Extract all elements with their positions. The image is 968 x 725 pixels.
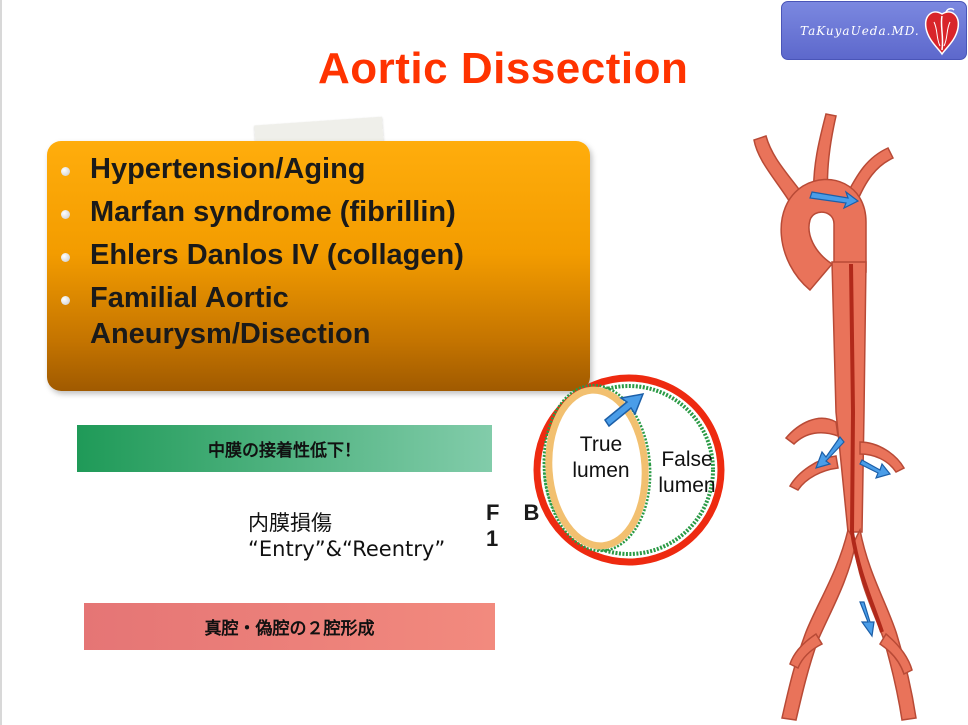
- entry-reentry-label: “Entry”&“Reentry”: [248, 537, 446, 561]
- risk-factor-text: Marfan syndrome (fibrillin): [90, 196, 456, 228]
- left-common-iliac: [781, 528, 857, 721]
- true-lumen-label: True lumen: [572, 433, 630, 482]
- risk-factor-text: Hypertension/Aging: [90, 153, 366, 185]
- medial-adhesion-band: 中膜の接着性低下！: [77, 425, 492, 472]
- flow-arrow-icon: [603, 393, 645, 428]
- left-internal-iliac: [789, 632, 824, 670]
- author-logo: TaKuyaUeda.MD.: [781, 1, 967, 60]
- page-title: Aortic Dissection: [318, 44, 689, 93]
- true-lumen-wall: [545, 386, 649, 550]
- flow-arrow-icon: [859, 601, 875, 638]
- risk-factor-text: Familial Aortic Aneurysm/Disection: [90, 282, 371, 350]
- renal-artery-left: [788, 455, 839, 491]
- risk-factor-item: Hypertension/Aging: [61, 151, 510, 187]
- cross-section-diagram: [533, 374, 725, 566]
- risk-factor-item: Marfan syndrome (fibrillin): [61, 194, 510, 230]
- bullet-icon: [61, 210, 70, 219]
- renal-artery-right: [859, 441, 906, 473]
- celiac-branch: [784, 417, 839, 445]
- right-common-iliac: [853, 527, 917, 721]
- flow-arrow-icon: [815, 435, 845, 469]
- subclavian-artery: [842, 147, 895, 205]
- risk-factor-item: Familial Aortic Aneurysm/Disection: [61, 280, 510, 352]
- false-lumen-label: False lumen: [658, 448, 716, 497]
- bullet-icon: [61, 296, 70, 305]
- logo-text: TaKuyaUeda.MD.: [800, 24, 920, 38]
- heart-logo-icon: [924, 7, 960, 56]
- false-lumen-channel: [849, 263, 884, 633]
- bullet-icon: [61, 167, 70, 176]
- brachiocephalic-artery: [753, 135, 805, 209]
- aorta-illustration: [753, 113, 917, 721]
- risk-factor-box: Hypertension/Aging Marfan syndrome (fibr…: [47, 141, 590, 551]
- intimal-injury-label: 内膜損傷: [248, 511, 332, 535]
- flow-arrow-icon: [809, 190, 860, 210]
- flow-arrow-icon: [859, 459, 892, 479]
- bullet-icon: [61, 253, 70, 262]
- risk-factor-list: Hypertension/Aging Marfan syndrome (fibr…: [61, 151, 510, 359]
- risk-factor-text: Ehlers Danlos IV (collagen): [90, 239, 464, 271]
- double-lumen-band: 真腔・偽腔の２腔形成: [84, 603, 495, 650]
- intimal-flap: [542, 383, 652, 553]
- descending-aorta: [831, 261, 867, 533]
- right-internal-iliac: [878, 632, 913, 676]
- slide-edge: [0, 0, 2, 725]
- risk-factor-item: Ehlers Danlos IV (collagen): [61, 237, 510, 273]
